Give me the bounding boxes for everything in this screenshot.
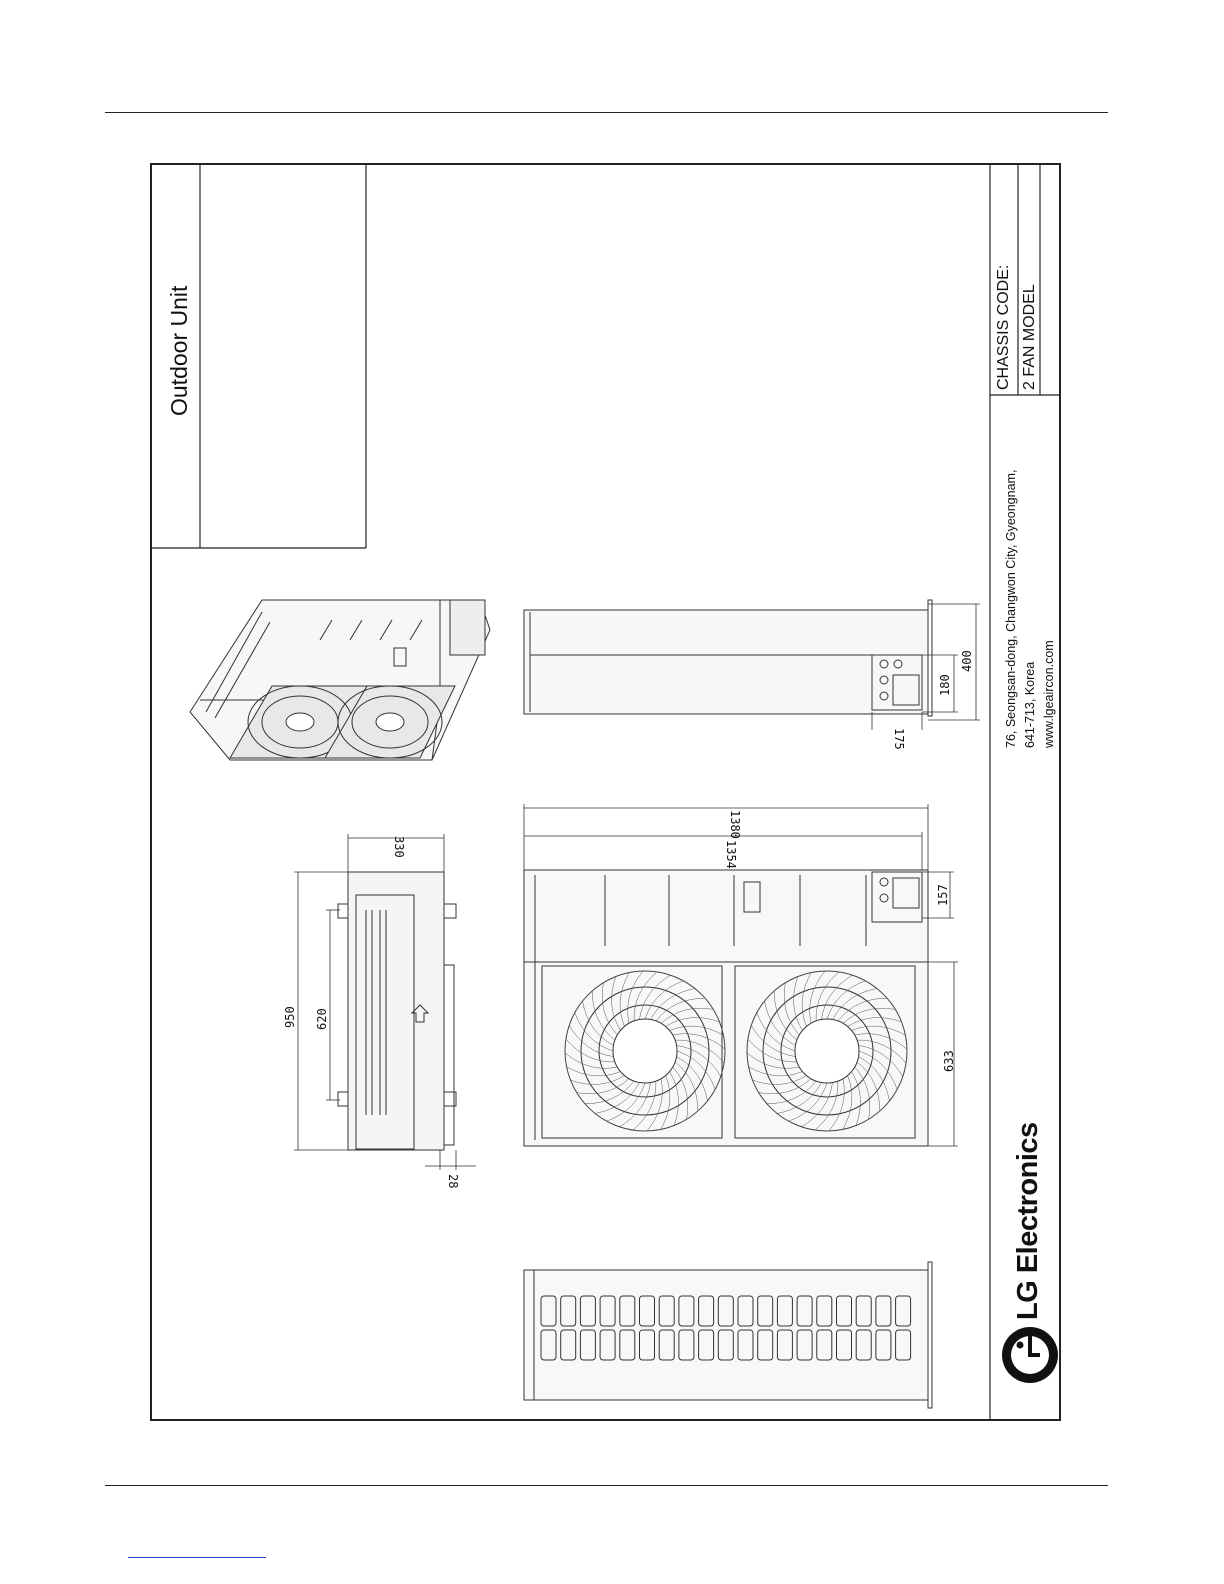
dim-side-offset: 175	[892, 728, 906, 750]
address-line-1: 76, Seongsan-dong, Changwon City, Gyeong…	[1002, 470, 1021, 748]
drawing-frame	[151, 164, 1060, 1420]
isometric-view	[190, 600, 490, 760]
sheet-title: Outdoor Unit	[166, 286, 193, 416]
dim-width-overall: 950	[283, 1006, 297, 1028]
dim-height-overall: 1380	[728, 810, 742, 839]
dim-fan-section: 633	[942, 1050, 956, 1072]
address-line-2: 641-713, Korea	[1021, 662, 1040, 748]
dim-mount-spacing: 620	[315, 1008, 329, 1030]
dim-foot-offset: 28	[446, 1174, 460, 1188]
dim-side-panel: 180	[938, 674, 952, 696]
chassis-code-label: CHASSIS CODE:	[995, 265, 1013, 390]
dim-depth: 330	[392, 836, 406, 858]
model-label: 2 FAN MODEL	[1021, 284, 1039, 390]
dim-height-body: 1354	[724, 840, 738, 869]
website: www.lgeaircon.com	[1040, 640, 1059, 748]
lg-logo-icon	[1002, 1327, 1058, 1383]
front-view	[524, 870, 928, 1146]
dim-service-panel: 157	[936, 884, 950, 906]
company-name: LG Electronics	[1012, 1122, 1045, 1320]
top-view	[338, 872, 456, 1150]
back-view	[524, 1262, 932, 1408]
dim-side-depth: 400	[960, 650, 974, 672]
side-view	[524, 600, 932, 716]
title-block	[151, 164, 1060, 1420]
